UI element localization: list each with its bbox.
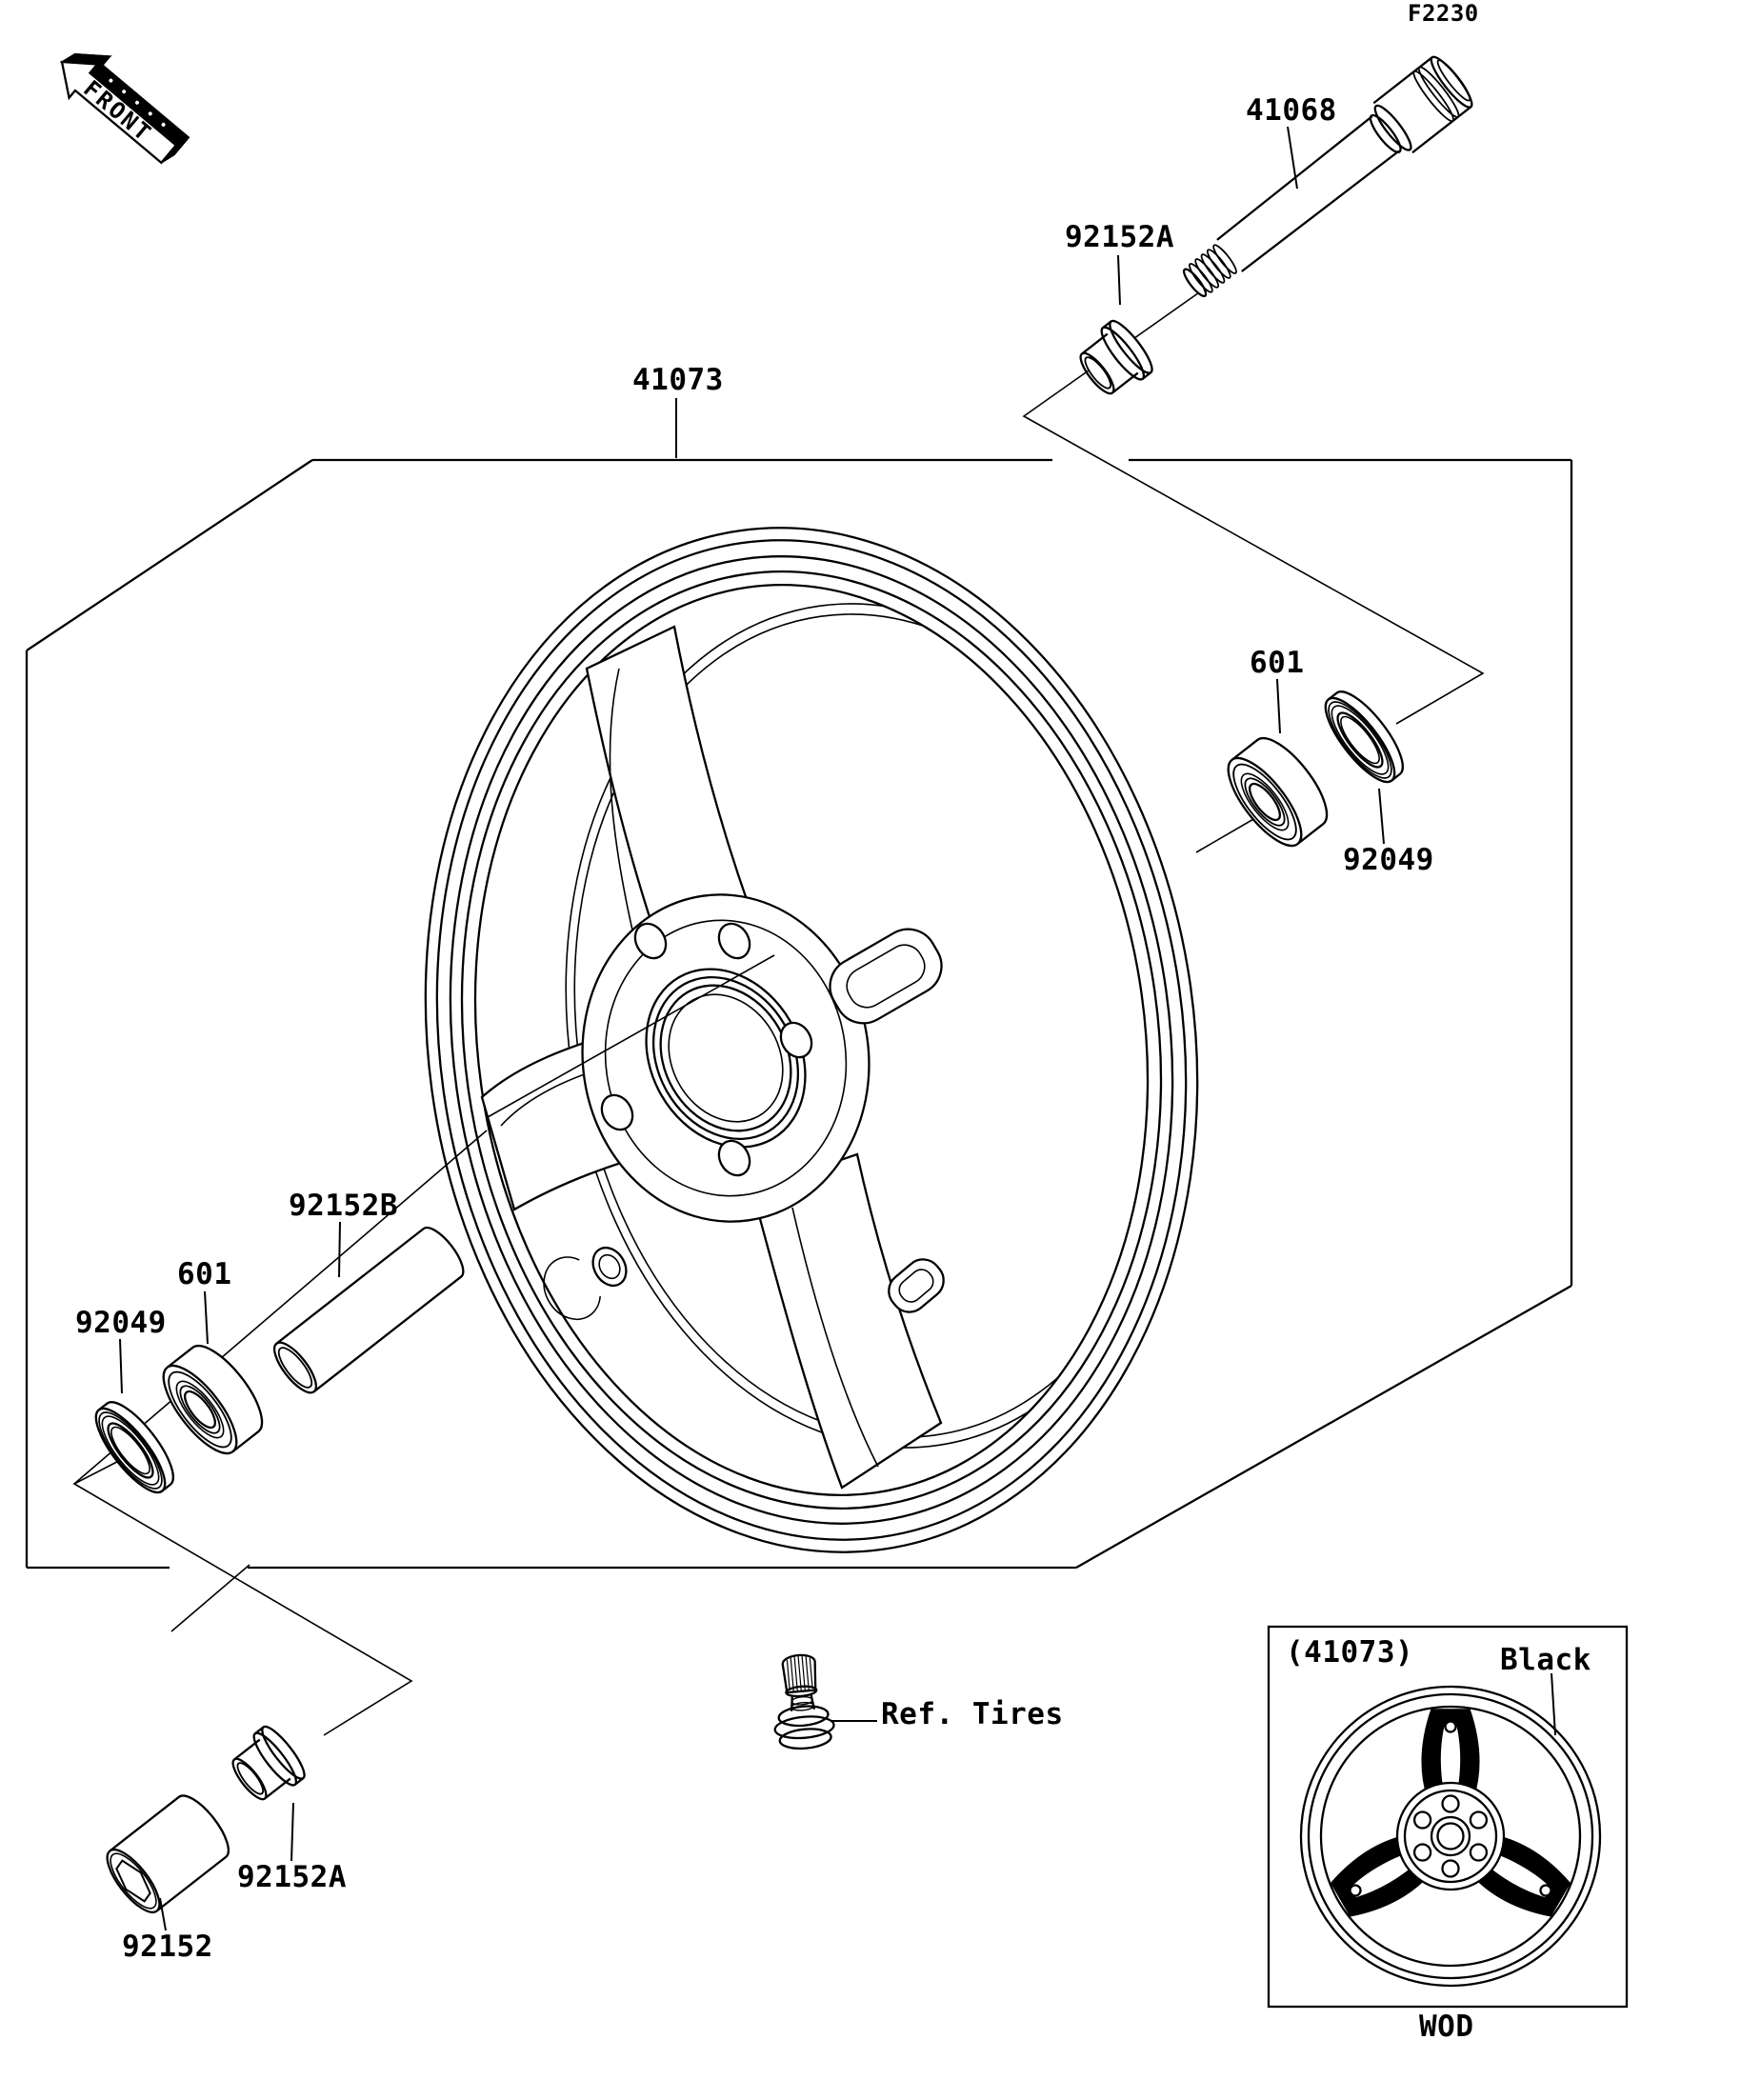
rim-front-edges (424, 527, 1199, 1553)
spacer-92152b-part (272, 1226, 465, 1394)
inset-part-ref: (41073) (1286, 1635, 1414, 1670)
assembly-box-outline (25, 458, 1573, 1570)
leader-collar-hex (159, 1897, 167, 1931)
spoke-top-ridge (609, 668, 637, 948)
axle-threads (1189, 244, 1237, 293)
leader-black-note (1551, 1672, 1556, 1736)
rim-valve-hole (543, 1246, 628, 1321)
valve-cap-knurl (786, 1655, 813, 1692)
hub-cutout-small (888, 1258, 945, 1313)
seal-axis-zigzag-left (72, 1448, 413, 1736)
inset-color-note: Black (1500, 1643, 1591, 1677)
inset-code-wod: WOD (1419, 2010, 1474, 2044)
arrow-hatch-dots (109, 78, 166, 127)
leader-axle (1287, 126, 1298, 190)
label-spacer-92152b: 92152B (289, 1189, 398, 1223)
hub-lug-holes (600, 922, 813, 1177)
collar-92152-hex-part (106, 1794, 230, 1913)
leader-bearing-left (204, 1290, 209, 1345)
axle-part (1182, 54, 1475, 298)
label-seal-left-92049: 92049 (75, 1306, 167, 1340)
collar-92152a-bottom-part (231, 1725, 306, 1801)
hub-axis-line (487, 954, 775, 1118)
seal-92049-left-part (94, 1401, 174, 1494)
inset-hub (1395, 1781, 1506, 1891)
inset-rim-bolts (1349, 1720, 1552, 1897)
leader-bearing-right (1276, 678, 1281, 734)
label-collar-hex-92152: 92152 (122, 1930, 213, 1964)
hub-cutout-large (829, 928, 943, 1025)
tire-valve-part (773, 1653, 837, 1750)
hex-bore (115, 1859, 151, 1903)
spoke-top (585, 625, 770, 970)
spoke-bottom-ridge (791, 1207, 879, 1468)
wheel-hub (581, 893, 945, 1313)
sheet-code: F2230 (1408, 0, 1479, 27)
front-direction-arrow-icon: FRONT (59, 52, 190, 165)
inset-black-wheel (1267, 1625, 1629, 2009)
label-wheel-41073: 41073 (632, 363, 724, 397)
leader-seal-left (119, 1338, 123, 1394)
leader-collar-bottom (290, 1802, 294, 1862)
collar-axis-line-left (170, 1564, 250, 1632)
leader-collar-top (1117, 254, 1121, 306)
seal-92049-right-part (1324, 690, 1404, 784)
label-collar-top-92152a: 92152A (1065, 220, 1174, 254)
label-tires-reference: Ref. Tires (881, 1697, 1064, 1731)
bearing-601-right-part (1227, 736, 1329, 848)
leader-lines (119, 126, 1556, 1931)
leader-seal-right (1378, 788, 1385, 845)
hub-bore (645, 968, 807, 1149)
label-bearing-left-601: 601 (177, 1257, 232, 1291)
front-wheel-drawing (424, 527, 1199, 1553)
label-collar-bottom-92152a: 92152A (237, 1860, 347, 1894)
label-axle-41068: 41068 (1246, 93, 1337, 128)
label-seal-right-92049: 92049 (1343, 843, 1434, 877)
leader-spacer (338, 1221, 341, 1278)
bearing-601-left-part (162, 1344, 264, 1455)
label-bearing-right-601: 601 (1250, 646, 1305, 680)
collar-92152a-top-part (1079, 319, 1153, 395)
